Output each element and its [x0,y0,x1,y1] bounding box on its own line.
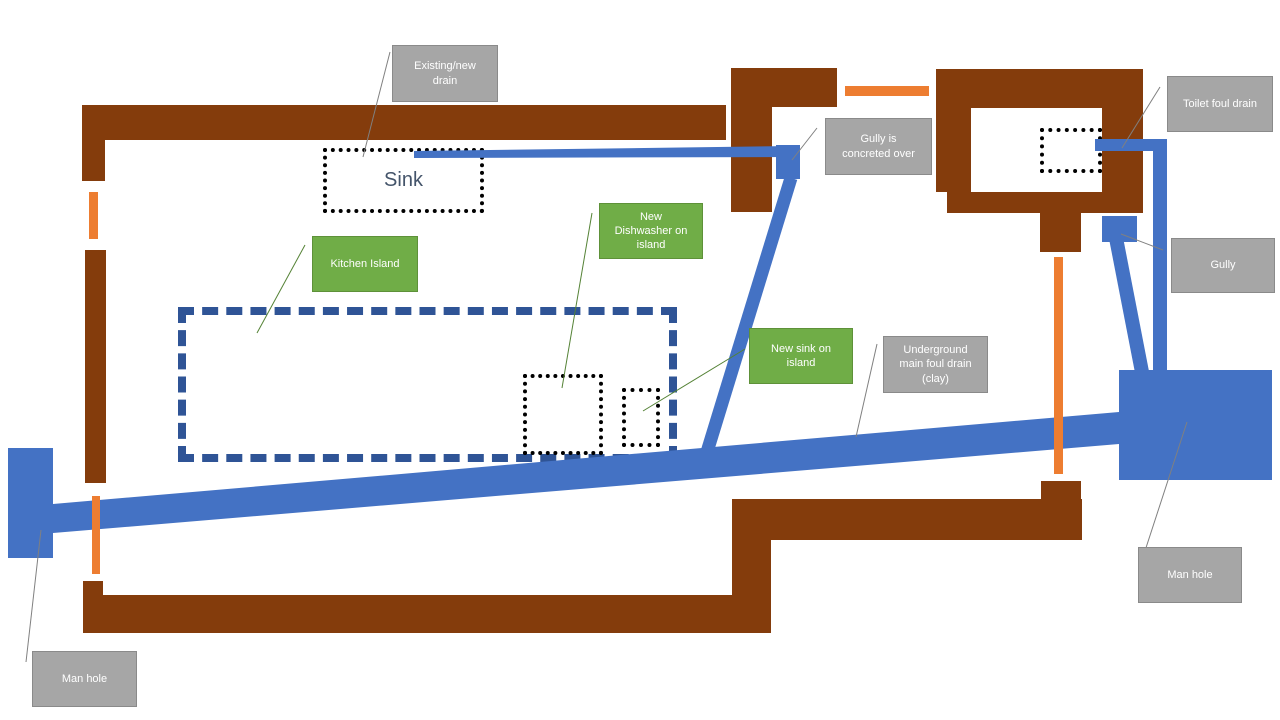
wall-top [82,105,726,140]
label-underground-main: Underground main foul drain (clay) [883,336,988,393]
wall-toilet-bottom [947,192,1143,213]
sink-label: Sink [384,169,423,191]
leader-new-sink-island [642,348,746,412]
label-gully-concreted: Gully is concreted over [825,118,932,175]
wall-porch-column [731,107,772,212]
leader-existing-new-drain [362,51,391,158]
wall-toilet-top [936,69,1143,108]
toilet-drain-pipe-horizontal [1095,139,1167,151]
label-man-hole-left: Man hole [32,651,137,707]
gully-drain-pipe [1109,236,1149,374]
opening-left-upper [89,192,98,239]
leader-man-hole-left [25,529,42,663]
leader-gully [1120,233,1164,251]
label-new-dishwasher: New Dishwasher on island [599,203,703,259]
wall-toilet-stub [1040,213,1081,252]
label-existing-new-drain: Existing/new drain [392,45,498,102]
concreted-gully-drain-pipe [700,176,798,454]
wall-bottom-upper [732,499,1082,540]
opening-top-door [845,86,929,96]
label-kitchen-island: Kitchen Island [312,236,418,292]
island-sink-outline [622,388,660,447]
main-foul-drain-pipe [53,412,1119,533]
leader-gully-concreted [791,127,818,161]
label-gully: Gully [1171,238,1275,293]
opening-right-long [1054,257,1063,474]
leader-toilet-foul-drain [1121,86,1161,149]
wall-porch-top [731,68,837,107]
toilet-drain-pipe-vertical [1153,139,1167,372]
leader-underground-main [855,343,878,438]
leader-kitchen-island [256,244,306,334]
wall-toilet-left [936,108,971,192]
man-hole-left-box [8,448,53,558]
wall-bottom-lower [83,595,771,633]
label-new-sink-island: New sink on island [749,328,853,384]
wall-bottom-step [1041,481,1081,500]
sink-outline: Sink [323,148,484,213]
wall-left-upper [82,105,105,181]
opening-left-lower [92,496,100,574]
man-hole-right-box [1119,370,1272,480]
leader-new-dishwasher [561,212,593,389]
wall-bottom-vertical [732,540,771,633]
kitchen-island-outline [178,307,677,462]
sink-drain-pipe [414,146,795,158]
label-man-hole-right: Man hole [1138,547,1242,603]
label-toilet-foul-drain: Toilet foul drain [1167,76,1273,132]
leader-man-hole-right [1142,421,1188,558]
wall-left-middle [85,250,106,483]
dishwasher-outline [523,374,603,455]
concreted-gully-box [776,145,800,179]
